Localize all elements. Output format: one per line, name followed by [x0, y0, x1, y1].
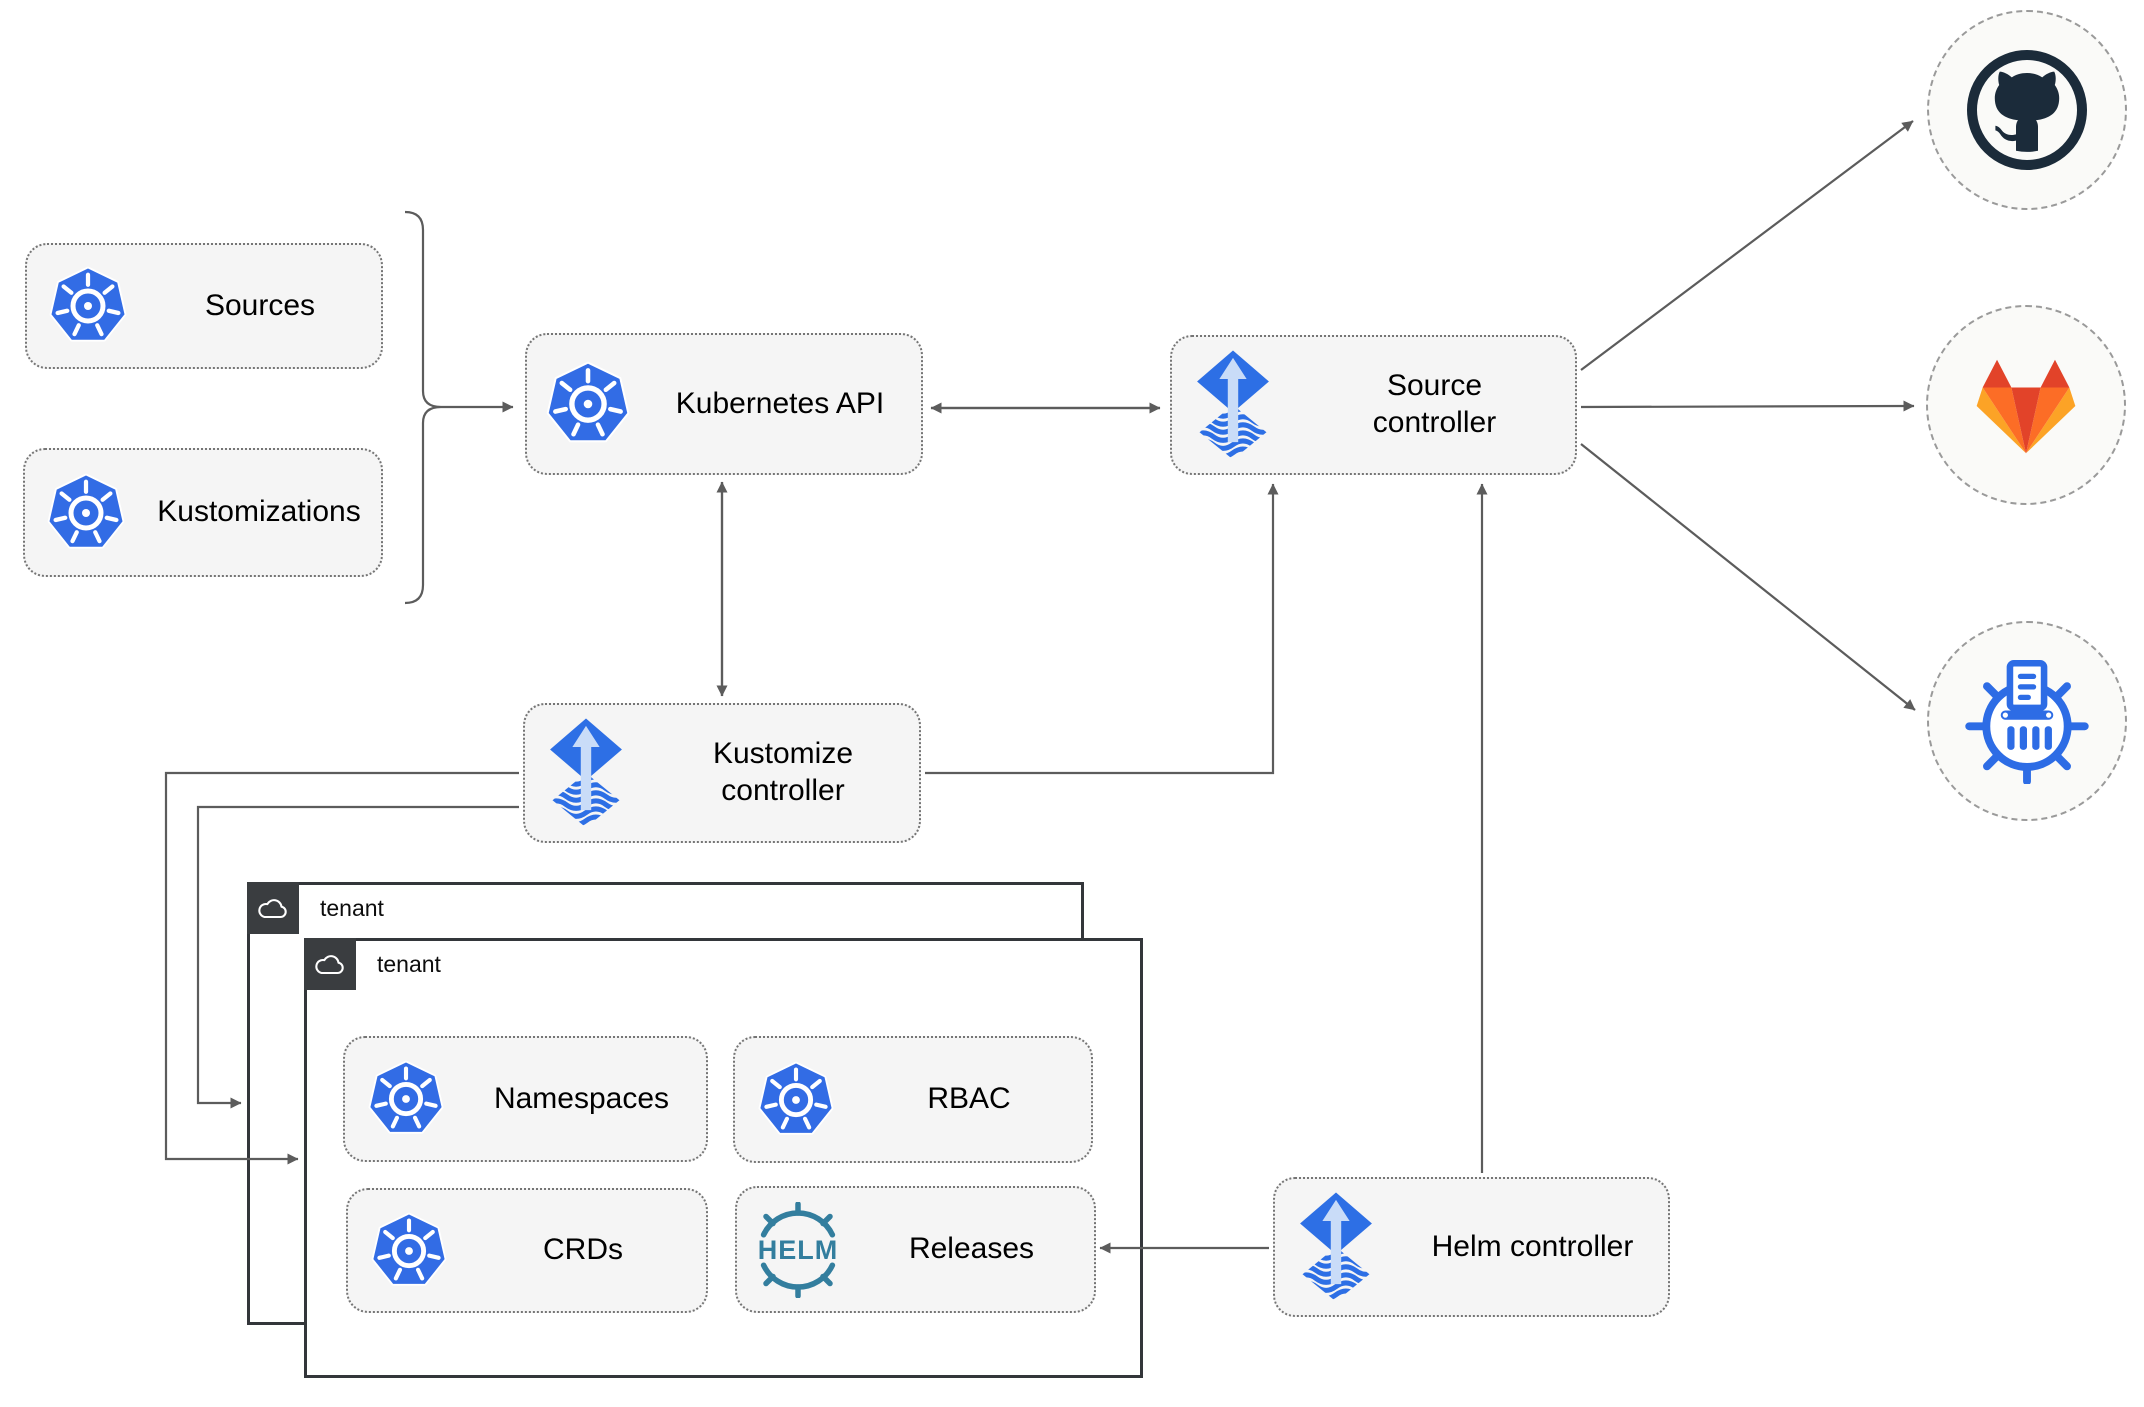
node-label: Helm controller	[1431, 1229, 1634, 1263]
kubernetes-icon	[27, 266, 149, 346]
node-label: Kubernetes API	[675, 386, 885, 420]
node-label: Releases	[908, 1232, 1035, 1266]
node-label: RBAC	[927, 1082, 1011, 1116]
node-helm-controller: Helm controller	[1273, 1177, 1670, 1317]
tenant-label: tenant	[377, 951, 441, 977]
helm-icon	[737, 1202, 859, 1298]
node-rbac: RBAC	[733, 1036, 1093, 1163]
edge-sourcectl-registry	[1580, 443, 1916, 711]
external-gitlab	[1926, 305, 2126, 505]
node-namespaces: Namespaces	[343, 1036, 708, 1162]
flux-icon	[525, 716, 647, 830]
tenant-label: tenant	[320, 895, 384, 921]
kubernetes-icon	[527, 361, 649, 447]
node-label: CRDs	[543, 1233, 623, 1267]
cloud-icon	[313, 952, 347, 977]
edge-sourcectl-gitlab	[1580, 400, 1915, 412]
cloud-icon	[256, 896, 290, 921]
node-label: Sources	[204, 288, 316, 322]
node-label: Kustomizations	[157, 495, 361, 529]
tenant-tab	[247, 882, 299, 934]
node-label: Kustomize controller	[712, 737, 854, 807]
node-kubernetes-api: Kubernetes API	[525, 333, 923, 475]
node-crds: CRDs	[346, 1188, 708, 1313]
tenant-group-front: tenant Namespaces RBAC CRDs Releases	[304, 938, 1143, 1378]
github-icon	[1963, 46, 2091, 174]
kubernetes-icon	[735, 1061, 857, 1139]
tenant-tab	[304, 938, 356, 990]
node-kustomizations: Kustomizations	[23, 448, 383, 577]
kubernetes-icon	[345, 1060, 467, 1138]
edge-brace	[404, 210, 442, 605]
node-sources: Sources	[25, 243, 383, 369]
edge-kustomizectl-sourcectl	[925, 483, 1279, 775]
edge-sourcectl-github	[1580, 120, 1914, 371]
flux-icon	[1172, 348, 1294, 462]
node-label: Namespaces	[493, 1081, 670, 1115]
external-github	[1927, 10, 2127, 210]
kubernetes-icon	[25, 473, 147, 553]
flux-icon	[1275, 1190, 1397, 1304]
kustomize-wheel-icon	[1964, 658, 2090, 784]
kubernetes-icon	[348, 1212, 470, 1290]
node-label: Source controller	[1372, 369, 1497, 439]
external-manifest-registry	[1927, 621, 2127, 821]
node-kustomize-controller: Kustomize controller	[523, 703, 921, 843]
node-source-controller: Source controller	[1170, 335, 1577, 475]
node-releases: Releases	[735, 1186, 1096, 1313]
gitlab-icon	[1967, 352, 2085, 458]
